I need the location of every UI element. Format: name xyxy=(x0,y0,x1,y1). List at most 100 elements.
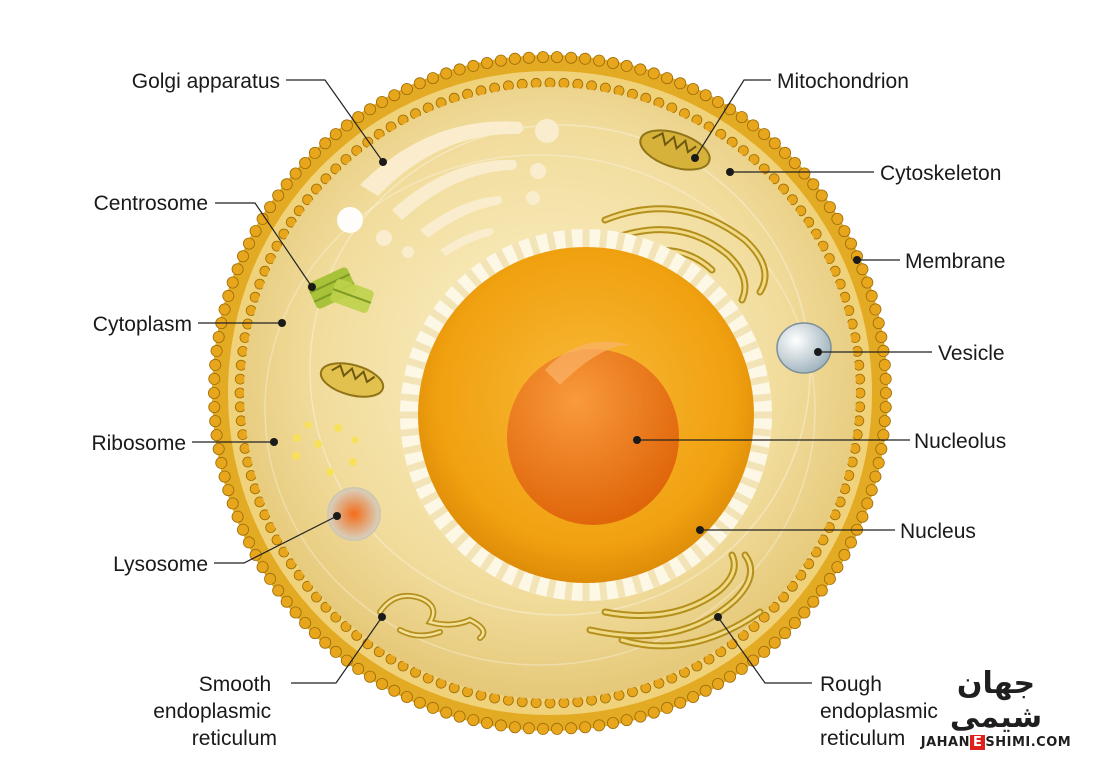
membrane-head xyxy=(831,561,844,574)
leader-lines xyxy=(192,79,932,684)
membrane-head xyxy=(330,611,342,623)
membrane-head xyxy=(388,684,401,697)
membrane-head xyxy=(400,83,413,96)
nuclear-pore xyxy=(511,568,525,589)
nuclear-pore xyxy=(750,375,770,386)
membrane-head xyxy=(352,111,365,124)
membrane-head xyxy=(516,78,528,90)
membrane-head xyxy=(208,401,221,414)
centrosome xyxy=(307,267,374,313)
nuclear-pore xyxy=(676,258,693,278)
membrane-head xyxy=(502,80,514,92)
membrane-head xyxy=(320,601,332,613)
membrane-head xyxy=(363,103,376,116)
nuclear-pore xyxy=(429,505,449,522)
membrane-head xyxy=(264,572,277,585)
nuclear-pore xyxy=(752,427,772,437)
membrane-head xyxy=(586,80,597,92)
membrane-head xyxy=(854,387,866,399)
membrane-head xyxy=(302,194,314,206)
membrane-outer-beads xyxy=(207,51,893,735)
membrane-head xyxy=(272,584,285,597)
membrane-head xyxy=(579,52,592,65)
membrane-head xyxy=(879,372,892,385)
membrane-head xyxy=(856,510,869,523)
membrane-head xyxy=(807,595,820,608)
membrane-head xyxy=(737,145,749,157)
nuclear-pore xyxy=(582,583,590,601)
membrane-head xyxy=(748,154,760,165)
nuclear-pore xyxy=(647,568,661,589)
membrane-head xyxy=(861,497,874,510)
nuclear-pore xyxy=(451,531,470,550)
nuclear-pore xyxy=(745,357,766,370)
membrane-head xyxy=(798,606,811,619)
membrane-head xyxy=(234,373,246,385)
membrane-head xyxy=(565,51,578,64)
membrane-head xyxy=(593,719,606,732)
membrane-head xyxy=(593,54,606,67)
membrane-head xyxy=(351,145,363,157)
membrane-head xyxy=(256,561,269,574)
nuclear-pore xyxy=(528,574,541,595)
membrane-head xyxy=(831,212,844,225)
membrane-head xyxy=(634,63,647,76)
nuclear-pore xyxy=(440,294,459,312)
membrane-head xyxy=(845,536,858,549)
membrane-head xyxy=(320,173,332,185)
membrane-head xyxy=(234,387,246,399)
membrane-head xyxy=(877,344,890,357)
nuclear-pore xyxy=(615,231,626,251)
nuclear-pore xyxy=(631,235,644,256)
label-cytoplasm: Cytoplasm xyxy=(93,313,192,336)
label-smooth-er: Smooth endoplasmic reticulum xyxy=(153,673,277,750)
membrane-head xyxy=(869,470,882,483)
nuclear-pore xyxy=(511,241,525,262)
membrane-head xyxy=(551,722,564,735)
nuclear-pore xyxy=(713,518,732,536)
nuclear-pore xyxy=(745,460,766,473)
nuclear-pore xyxy=(702,280,721,299)
membrane-head xyxy=(579,721,592,734)
membrane-head xyxy=(823,201,836,214)
membrane-head xyxy=(375,96,388,109)
nuclear-pore xyxy=(412,340,433,354)
membrane-head xyxy=(242,237,255,250)
nuclear-pore xyxy=(479,258,496,278)
membrane-head xyxy=(426,72,439,85)
membrane-head xyxy=(853,359,865,371)
membrane-head xyxy=(231,263,244,276)
membrane-head xyxy=(537,722,550,735)
nuclear-pore xyxy=(598,229,608,249)
membrane-head xyxy=(674,696,687,709)
membrane-head xyxy=(299,617,312,630)
membrane-head xyxy=(735,662,748,675)
nuclear-pore xyxy=(400,393,420,403)
nuclear-pore xyxy=(546,579,557,599)
membrane-head xyxy=(236,250,249,263)
label-membrane: Membrane xyxy=(905,250,1005,273)
watermark-persian: جهان شیمی xyxy=(949,666,1043,735)
membrane-head xyxy=(724,670,737,683)
membrane-head xyxy=(352,662,365,675)
membrane-head xyxy=(815,584,828,597)
membrane-head xyxy=(280,595,293,608)
membrane-head xyxy=(758,128,771,141)
membrane-head xyxy=(340,119,353,132)
membrane-head xyxy=(212,442,225,455)
membrane-head xyxy=(207,386,220,399)
watermark-latin-box: E xyxy=(970,735,986,750)
nuclear-pore xyxy=(615,579,626,599)
nuclear-pore xyxy=(420,324,440,339)
membrane-head xyxy=(758,645,771,658)
membrane-head xyxy=(210,429,223,442)
membrane-head xyxy=(508,721,521,734)
membrane-head xyxy=(222,484,235,497)
membrane-head xyxy=(778,183,789,195)
nuclear-pore xyxy=(702,531,721,550)
nuclear-pore xyxy=(750,444,770,455)
membrane-head xyxy=(854,373,866,385)
nuclear-pore xyxy=(631,574,644,595)
